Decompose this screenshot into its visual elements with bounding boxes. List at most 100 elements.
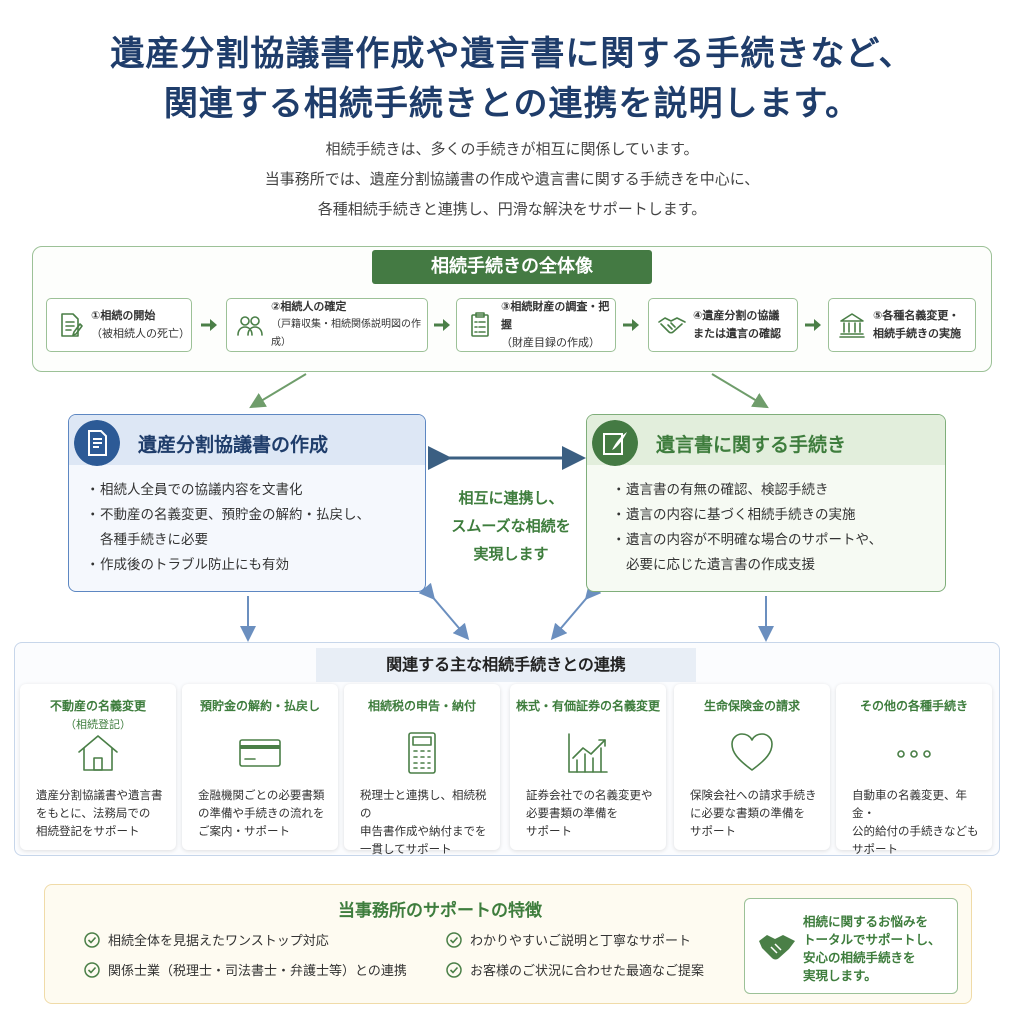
bullet-item: 作成後のトラブル防止にも有効 xyxy=(86,553,416,578)
card-title: 株式・有価証券の名義変更 xyxy=(515,699,660,713)
card-desc: 証券会社での名義変更や必要書類の準備をサポート xyxy=(526,786,656,840)
card-title: 預貯金の解約・払戻し xyxy=(199,699,320,713)
desc-line: ご案内・サポート xyxy=(198,824,290,838)
bullet-item: 不動産の名義変更、預貯金の解約・払戻し、 xyxy=(86,503,416,528)
card-title: 生命保険金の請求 xyxy=(703,699,800,713)
callout-line: 実現します。 xyxy=(803,968,877,983)
card-desc: 自動車の名義変更、年金・公的給付の手続きなどもサポート xyxy=(852,786,982,858)
check-circle-icon xyxy=(84,931,100,948)
desc-line: 証券会社での名義変更や xyxy=(526,788,653,802)
card-title: 不動産の名義変更 xyxy=(49,699,146,713)
desc-line: 遺産分割協議書や遺言書 xyxy=(36,788,163,802)
related-header: 関連する主な相続手続きとの連携 xyxy=(316,648,696,682)
page-title-line1: 遺産分割協議書作成や遺言書に関する手続きなど、 xyxy=(110,34,914,74)
support-item: 相続全体を見据えたワンストップ対応 xyxy=(84,930,329,949)
desc-line: 金融機関ごとの必要書類 xyxy=(198,788,325,802)
desc-line: 税理士と連携し、相続税の xyxy=(360,788,487,820)
card-inheritance-tax: 相続税の申告・納付 税理士と連携し、相続税の申告書作成や納付までを一貫してサポー… xyxy=(344,684,500,856)
bullet-continuation: 各種手続きに必要 xyxy=(86,528,416,553)
arrow-right-icon xyxy=(805,319,821,331)
check-circle-icon xyxy=(446,931,462,948)
arrow-right-icon xyxy=(623,319,639,331)
callout-line: 安心の相続手続きを xyxy=(803,950,916,965)
flow-step-3: ③相続財産の調査・把握 （財産目録の作成） xyxy=(456,298,616,352)
bullet-item: 遺言の内容が不明確な場合のサポートや、 xyxy=(612,528,942,553)
support-item: わかりやすいご説明と丁寧なサポート xyxy=(446,930,691,949)
mutual-cooperation-text: 相互に連携し、 スムーズな相続を 実現します xyxy=(436,484,586,568)
document-pen-icon xyxy=(61,313,83,337)
desc-line: 公的給付の手続きなども xyxy=(852,824,979,838)
document-icon xyxy=(74,420,120,466)
center-line: スムーズな相続を xyxy=(451,517,571,535)
bullet-item: 遺言の内容に基づく相続手続きの実施 xyxy=(612,503,942,528)
flow-step-5: ⑤各種名義変更・相続手続きの実施 xyxy=(828,298,976,352)
callout-line: 相続に関するお悩みを xyxy=(803,914,929,929)
flow-step-2: ②相続人の確定 （戸籍収集・相続関係説明図の作成） xyxy=(226,298,428,352)
flow-step-1: ①相続の開始（被相続人の死亡） xyxy=(46,298,192,352)
card-other: その他の各種手続き 自動車の名義変更、年金・公的給付の手続きなどもサポート xyxy=(836,684,992,856)
flow-step-4: ④遺産分割の協議または遺言の確認 xyxy=(648,298,798,352)
house-icon xyxy=(78,735,118,771)
agreement-title: 遺産分割協議書の作成 xyxy=(138,434,329,456)
card-desc: 遺産分割協議書や遺言書をもとに、法務局での相続登記をサポート xyxy=(36,786,166,840)
card-title: 相続税の申告・納付 xyxy=(367,699,476,713)
card-title: その他の各種手続き xyxy=(859,699,968,713)
support-item-text: 相続全体を見据えたワンストップ対応 xyxy=(108,934,329,949)
step-sub: 相続手続きの実施 xyxy=(873,327,961,340)
quill-icon xyxy=(592,420,638,466)
arrow-flow-to-left xyxy=(249,373,307,409)
desc-line: 申告書作成や納付までを xyxy=(360,824,487,838)
ellipsis-icon xyxy=(897,750,931,758)
desc-line: の準備や手続きの流れを xyxy=(198,806,325,820)
callout-text: 相続に関するお悩みを トータルでサポートし、 安心の相続手続きを 実現します。 xyxy=(803,913,953,985)
handshake-icon xyxy=(658,317,686,334)
will-title: 遺言書に関する手続き xyxy=(656,434,847,456)
desc-line: 一貫してサポート xyxy=(360,842,452,856)
card-securities: 株式・有価証券の名義変更 証券会社での名義変更や必要書類の準備をサポート xyxy=(510,684,666,850)
clipboard-icon xyxy=(471,312,489,337)
card-life-insurance: 生命保険金の請求 保険会社への請求手続きに必要な書類の準備をサポート xyxy=(674,684,830,850)
intro-line: 当事務所では、遺産分割協議書の作成や遺言書に関する手続きを中心に、 xyxy=(264,170,760,188)
card-desc: 税理士と連携し、相続税の申告書作成や納付までを一貫してサポート xyxy=(360,786,490,858)
intro-line: 相続手続きは、多くの手続きが相互に関係しています。 xyxy=(325,140,699,158)
support-item-text: お客様のご状況に合わせた最適なご提案 xyxy=(470,964,705,979)
center-line: 相互に連携し、 xyxy=(458,489,564,507)
will-bullets: 遺言書の有無の確認、検認手続き 遺言の内容に基づく相続手続きの実施 遺言の内容が… xyxy=(612,478,942,578)
step-sub: （財産目録の作成） xyxy=(501,336,600,349)
desc-line: 必要書類の準備を xyxy=(526,806,618,820)
intro-line: 各種相続手続きと連携し、円滑な解決をサポートします。 xyxy=(317,200,707,218)
arrow-right-icon xyxy=(434,319,450,331)
step-title: ④遺産分割の協議 xyxy=(693,309,780,322)
page-title-line2: 関連する相続手続きとの連携を説明します。 xyxy=(163,84,861,124)
card-desc: 保険会社への請求手続きに必要な書類の準備をサポート xyxy=(690,786,820,840)
flow-header: 相続手続きの全体像 xyxy=(372,250,652,284)
step-title: ③相続財産の調査・把握 xyxy=(501,300,610,331)
bullet-item: 遺言書の有無の確認、検認手続き xyxy=(612,478,942,503)
desc-line: 自動車の名義変更、年金・ xyxy=(852,788,967,820)
desc-line: サポート xyxy=(690,824,736,838)
stock-chart-icon xyxy=(568,733,608,773)
support-item: お客様のご状況に合わせた最適なご提案 xyxy=(446,960,704,979)
people-icon xyxy=(237,316,263,336)
callout-line: トータルでサポートし、 xyxy=(803,932,941,947)
step-sub: （被相続人の死亡） xyxy=(91,327,190,340)
support-title: 当事務所のサポートの特徴 xyxy=(338,901,542,921)
arrow-right-diag xyxy=(550,582,602,641)
bullet-item: 相続人全員での協議内容を文書化 xyxy=(86,478,416,503)
step-sub: または遺言の確認 xyxy=(693,327,781,340)
card-deposits: 預貯金の解約・払戻し 金融機関ごとの必要書類の準備や手続きの流れをご案内・サポー… xyxy=(182,684,338,850)
step-title: ⑤各種名義変更・ xyxy=(873,309,960,322)
card-desc: 金融機関ごとの必要書類の準備や手続きの流れをご案内・サポート xyxy=(198,786,328,840)
card-sub: （相続登記） xyxy=(65,718,131,731)
arrow-flow-to-right xyxy=(711,373,769,409)
check-circle-icon xyxy=(446,961,462,978)
arrow-right-icon xyxy=(201,319,217,331)
step-title: ②相続人の確定 xyxy=(271,300,347,313)
support-item-text: わかりやすいご説明と丁寧なサポート xyxy=(470,934,692,949)
check-circle-icon xyxy=(84,961,100,978)
handshake-icon xyxy=(759,935,795,960)
bullet-continuation-text: 必要に応じた遺言書の作成支援 xyxy=(626,557,815,573)
step-sub: （戸籍収集・相続関係説明図の作成） xyxy=(271,319,421,348)
desc-line: サポート xyxy=(526,824,572,838)
support-item-text: 関係士業（税理士・司法書士・弁護士等）との連携 xyxy=(108,964,407,979)
